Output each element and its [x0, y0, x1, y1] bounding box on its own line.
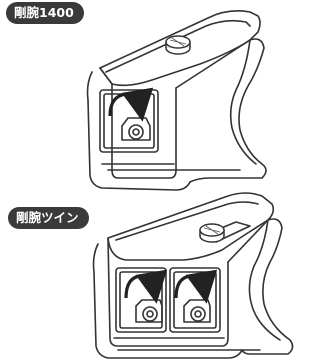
product-label-single: 剛腕1400 — [6, 2, 84, 24]
clockwise-rotation-arrow-icon-left — [124, 269, 168, 304]
single-unit-illustration — [86, 10, 267, 191]
dial-knob-icon — [199, 223, 225, 243]
product-label-twin: 剛腕ツイン — [8, 207, 89, 229]
unit-front-face — [107, 237, 229, 347]
unit-side-panel — [175, 38, 267, 183]
unit-top-surface — [99, 10, 261, 87]
front-window-right — [169, 267, 221, 333]
unit-side-panel — [227, 218, 294, 355]
dial-knob-icon — [165, 35, 191, 55]
unit-front-face — [99, 67, 177, 179]
clockwise-rotation-arrow-icon — [108, 87, 154, 122]
clockwise-rotation-arrow-icon-right — [174, 269, 218, 304]
unit-top-surface — [107, 192, 275, 261]
